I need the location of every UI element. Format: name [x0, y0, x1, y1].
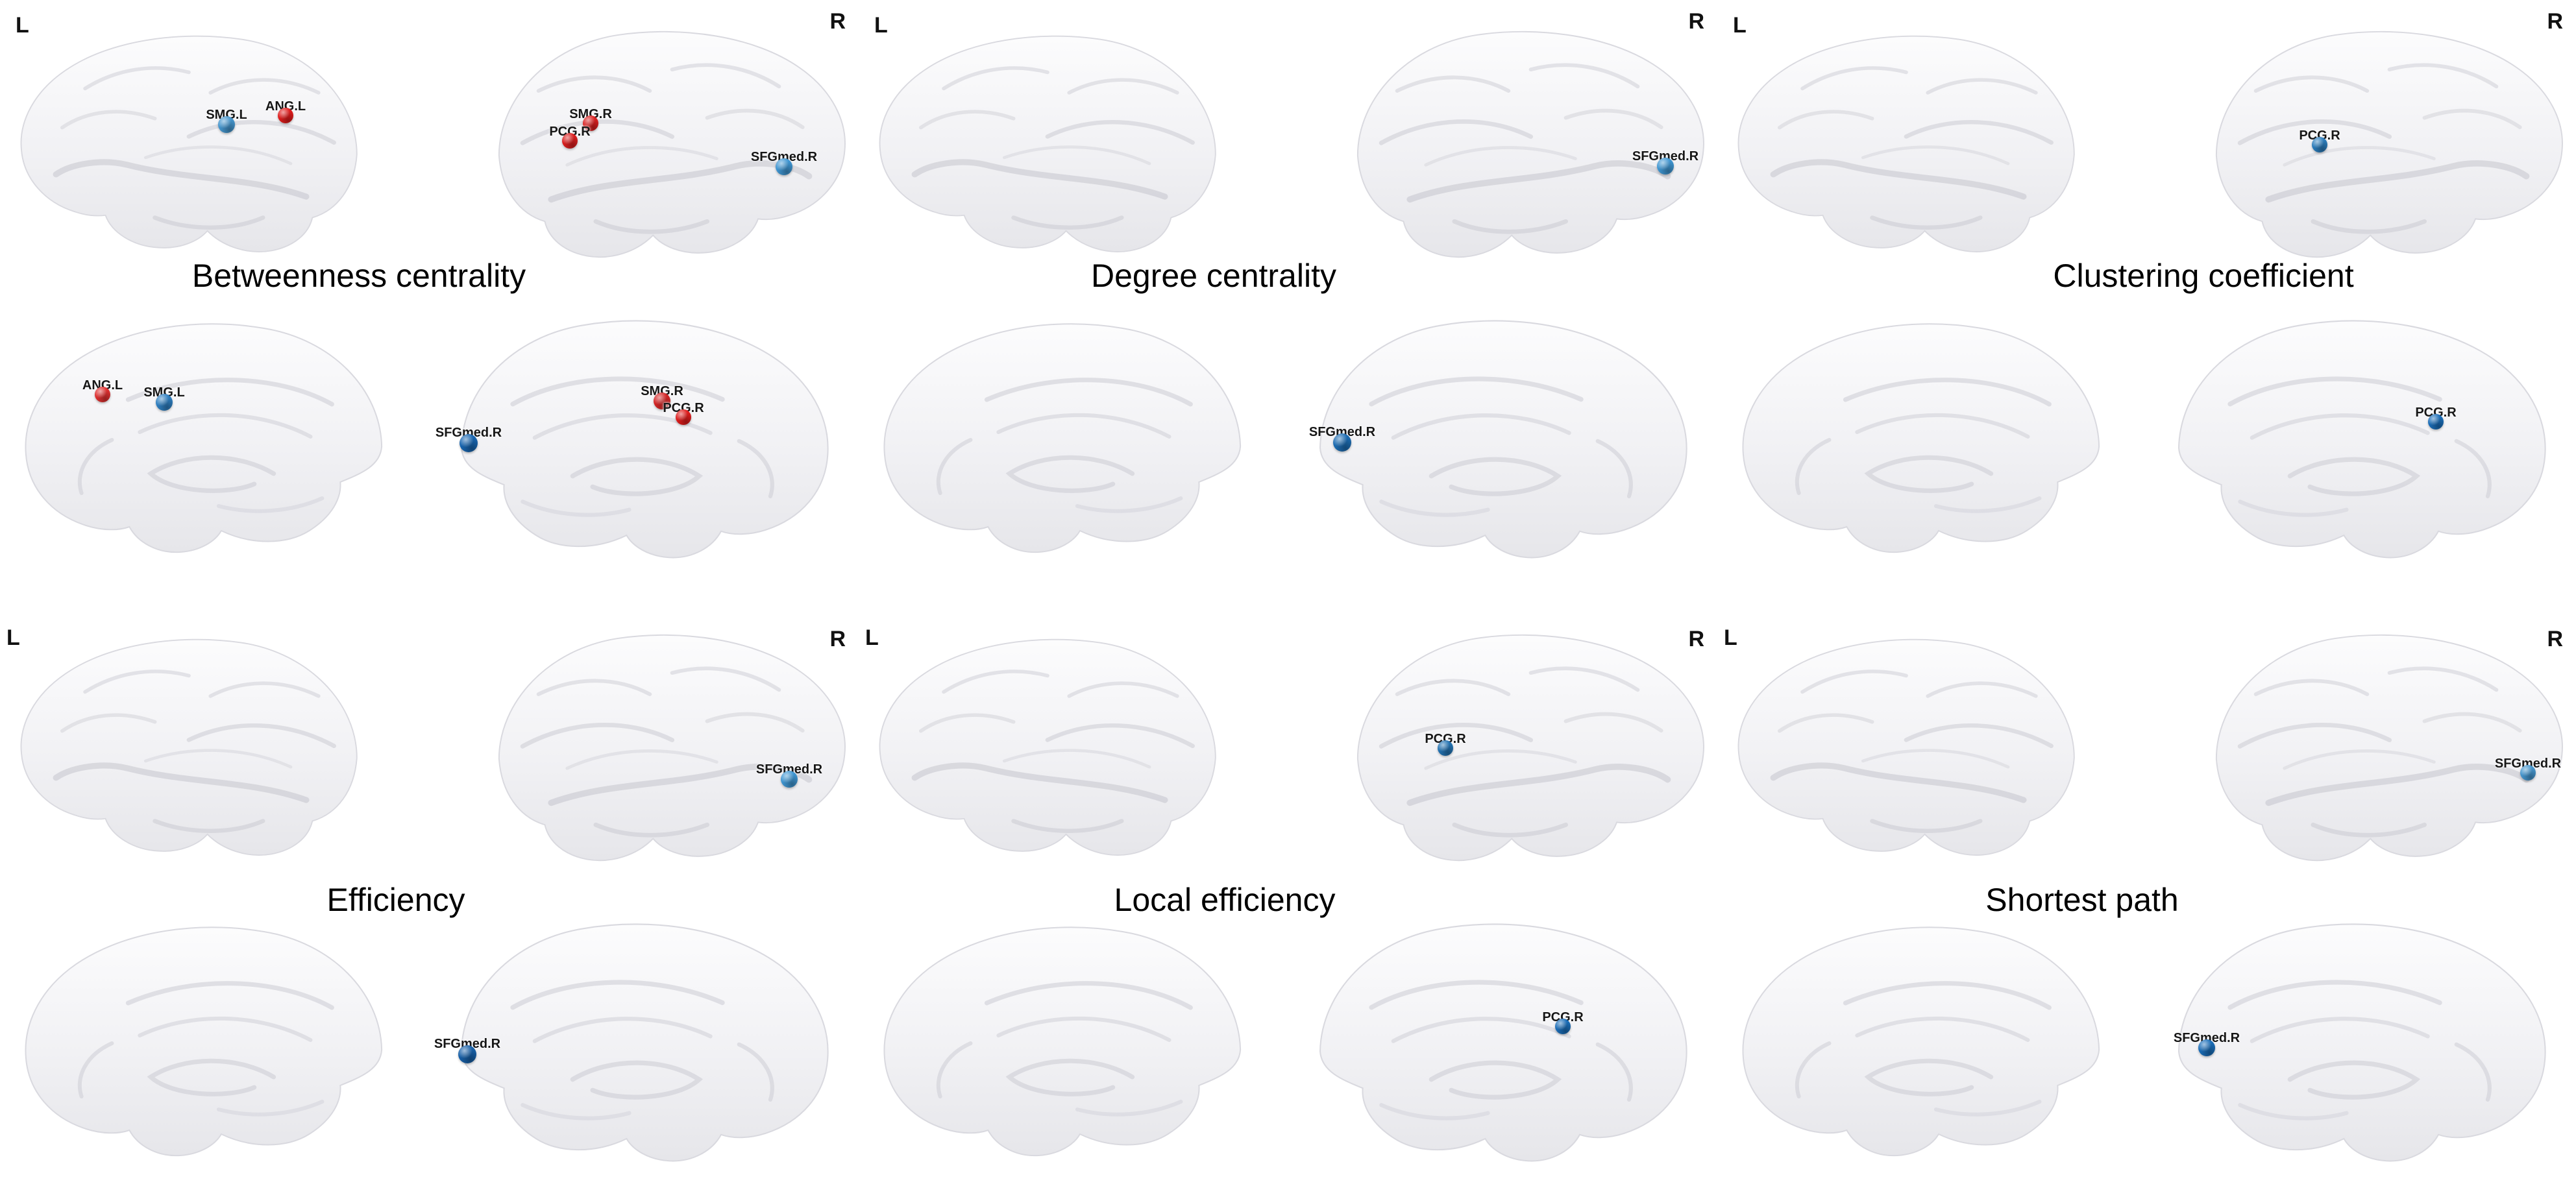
hemisphere-label-right: R — [1688, 9, 1704, 34]
node-dot — [562, 133, 578, 149]
node-dot — [654, 393, 670, 409]
node-label: ANG.L — [265, 99, 306, 114]
node-dot — [156, 394, 173, 411]
hemisphere-label-right: R — [1688, 627, 1704, 651]
node-dot — [676, 409, 691, 425]
node-dot — [1333, 433, 1351, 452]
node-label: ANG.L — [82, 378, 123, 393]
panel-clustering-coefficient: L R Clustering coefficient — [1717, 0, 2576, 593]
node-label: PCG.R — [1542, 1010, 1584, 1024]
panel-efficiency: L R Efficiency — [0, 593, 859, 1186]
node-dot — [2312, 137, 2327, 152]
node-dot — [1555, 1019, 1571, 1034]
panel-shortest-path: L R Shortest path — [1717, 593, 2576, 1186]
node-label: PCG.R — [663, 401, 704, 415]
node-label: SFGmed.R — [1632, 149, 1699, 163]
node-label: PCG.R — [549, 125, 591, 139]
node-dot — [95, 387, 110, 402]
node-label: SMG.L — [206, 108, 247, 122]
panel-betweenness-centrality: L R Betweenness centrality — [0, 0, 859, 593]
hemisphere-label-right: R — [829, 627, 846, 651]
node-dot — [776, 158, 792, 175]
hemisphere-label-right: R — [829, 9, 846, 34]
node-label: PCG.R — [2415, 405, 2457, 420]
node-label: SFGmed.R — [435, 426, 502, 440]
node-dot — [781, 771, 798, 788]
node-label: SFGmed.R — [2173, 1031, 2240, 1045]
hemisphere-label-left: L — [874, 13, 888, 38]
node-label: SMG.R — [569, 107, 612, 121]
hemisphere-label-left: L — [1724, 625, 1737, 650]
node-label: SFGmed.R — [755, 762, 823, 777]
node-label: SMG.L — [143, 385, 185, 400]
panel-title: Degree centrality — [1091, 258, 1336, 294]
node-label: SFGmed.R — [1308, 425, 1376, 439]
node-dot — [460, 434, 478, 452]
node-label: SFGmed.R — [750, 150, 818, 164]
node-dot — [2520, 765, 2536, 781]
node-dot — [218, 116, 235, 133]
node-dot — [458, 1045, 476, 1063]
node-dot — [278, 108, 293, 123]
hemisphere-label-right: R — [2547, 627, 2563, 651]
node-dot — [2198, 1039, 2215, 1056]
node-dot — [1657, 158, 1674, 175]
hemisphere-label-left: L — [865, 625, 879, 650]
panel-title: Efficiency — [326, 882, 465, 918]
node-label: PCG.R — [1425, 732, 1466, 746]
hemisphere-label-left: L — [16, 13, 29, 38]
panel-degree-centrality: L R Degree centrality — [859, 0, 1717, 593]
panel-title: Betweenness centrality — [191, 258, 526, 294]
node-dot — [583, 115, 598, 131]
node-label: SFGmed.R — [434, 1037, 501, 1051]
hemisphere-label-right: R — [2547, 9, 2563, 34]
hemisphere-label-left: L — [6, 625, 20, 650]
panel-title: Shortest path — [1985, 882, 2179, 918]
panel-title: Local efficiency — [1114, 882, 1336, 918]
node-label: SFGmed.R — [2494, 756, 2562, 771]
hemisphere-label-left: L — [1733, 13, 1747, 38]
panel-local-efficiency: L R Local efficiency — [859, 593, 1717, 1186]
node-label: SMG.R — [641, 384, 683, 398]
node-dot — [2428, 414, 2444, 430]
panel-title: Clustering coefficient — [2053, 258, 2354, 294]
node-dot — [1438, 740, 1453, 756]
node-label: PCG.R — [2299, 128, 2340, 143]
